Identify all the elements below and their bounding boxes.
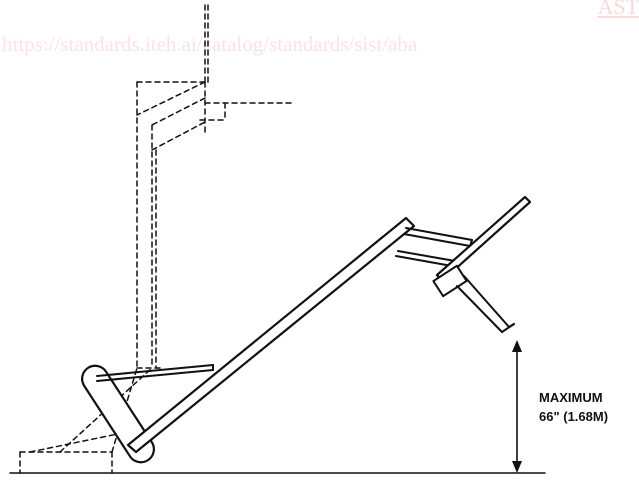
dimension-label-maximum: MAXIMUM <box>539 390 603 405</box>
clamp-block <box>432 264 468 298</box>
upright-position-dashed <box>19 4 293 474</box>
support-rods <box>395 227 473 267</box>
backrest-plate <box>435 195 532 283</box>
watermark-url: https://standards.iteh.ai/catalog/standa… <box>2 32 418 56</box>
watermark-top: AST <box>597 0 639 19</box>
arrowheads <box>512 340 522 473</box>
dimension-label-value: 66" (1.68M) <box>539 409 609 424</box>
downward-arm <box>456 275 515 333</box>
lower-crossbar <box>96 364 214 382</box>
main-beam <box>126 216 416 454</box>
